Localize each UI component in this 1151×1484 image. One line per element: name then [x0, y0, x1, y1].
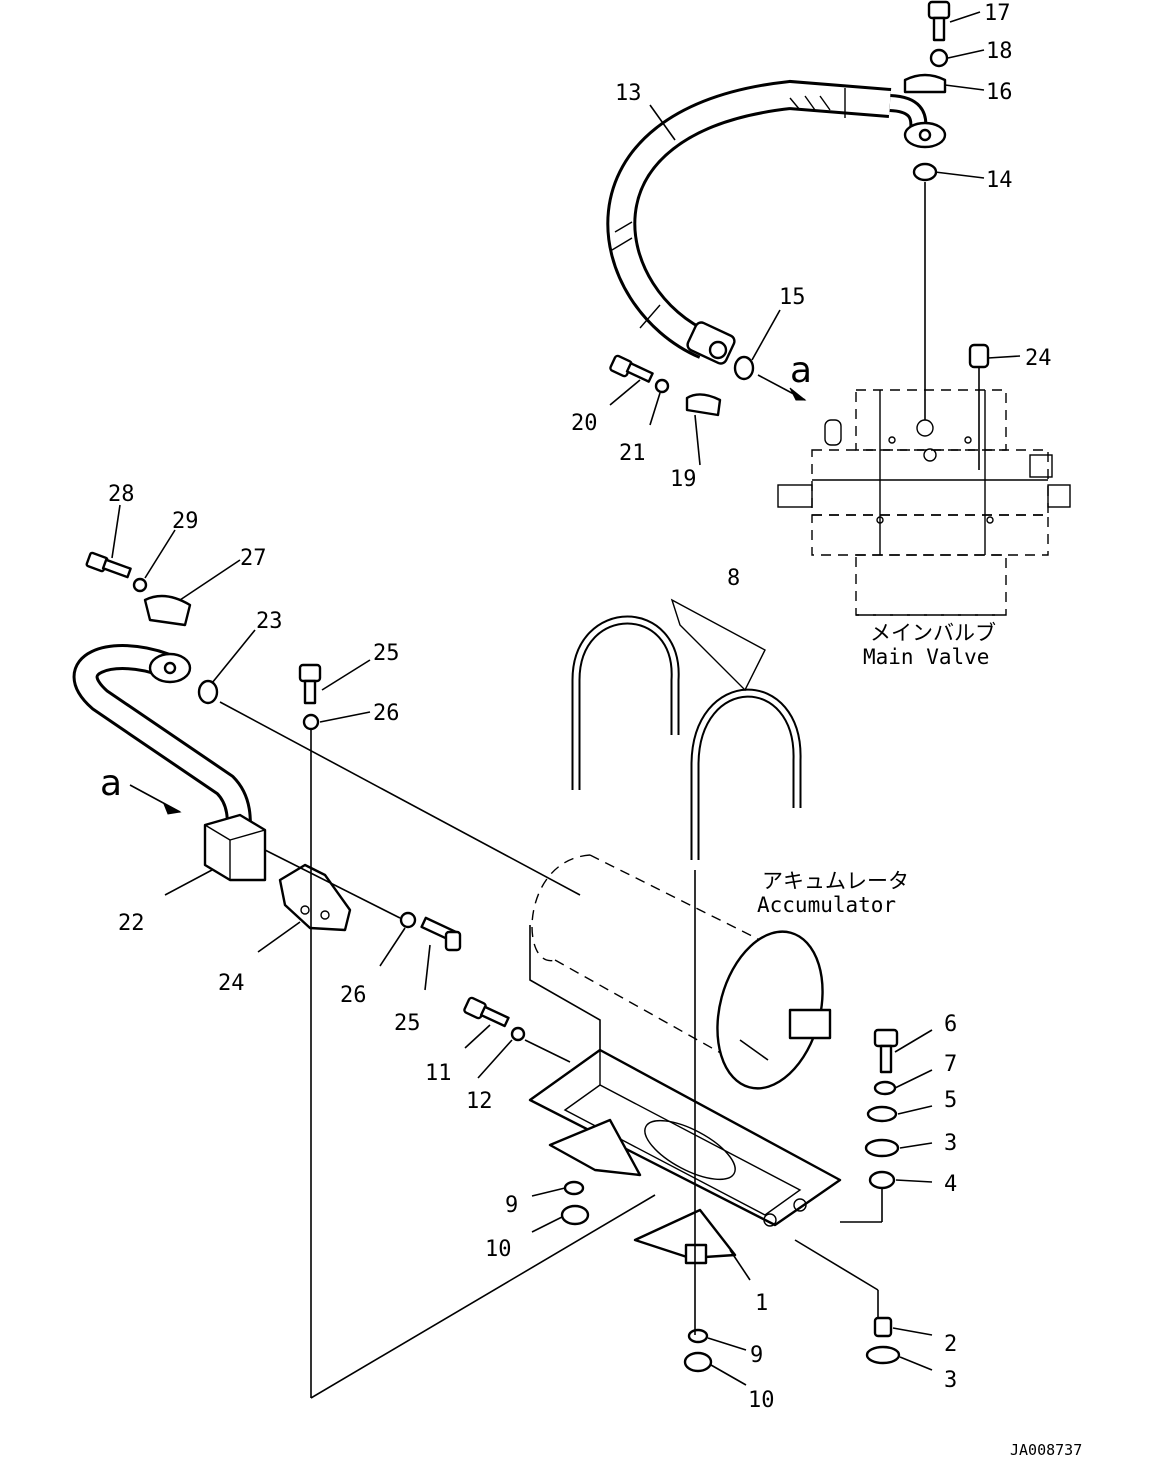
- label-3-top: 3: [944, 1131, 957, 1156]
- fitting-24-top: [968, 343, 990, 470]
- label-8: 8: [727, 566, 740, 591]
- u-bolt-8-left: [571, 615, 680, 790]
- washer-3-top: [864, 1138, 900, 1158]
- label-24-bottom: 24: [218, 971, 245, 996]
- accumulator-caption-jp: アキュムレータ: [762, 869, 909, 893]
- hose-13-upper-fitting: [903, 121, 947, 149]
- washer-18: [929, 48, 949, 68]
- label-11: 11: [425, 1061, 452, 1086]
- label-23: 23: [256, 609, 283, 634]
- label-5: 5: [944, 1088, 957, 1113]
- nut-4: [868, 1170, 896, 1190]
- label-24-top: 24: [1025, 346, 1052, 371]
- bolt-20: [609, 354, 654, 383]
- label-26-top: 26: [373, 701, 400, 726]
- label-28: 28: [108, 482, 135, 507]
- connection-lines: [129, 374, 879, 1399]
- bolt-25-bottom: [420, 916, 462, 952]
- washer-9-bottom: [687, 1328, 709, 1344]
- label-14: 14: [986, 168, 1013, 193]
- washer-29: [132, 577, 148, 593]
- bolt-25-top: [298, 663, 322, 705]
- clamp-16: [903, 73, 947, 94]
- label-9-bottom: 9: [750, 1343, 763, 1368]
- label-leaders: [111, 11, 1021, 1386]
- label-15: 15: [779, 285, 806, 310]
- main-valve-illustration: [777, 389, 1071, 616]
- flange-22-fitting: [148, 652, 192, 684]
- label-17: 17: [984, 1, 1011, 26]
- accumulator-caption-en: Accumulator: [757, 893, 896, 917]
- hose-13: [606, 79, 928, 359]
- o-ring-15: [733, 355, 755, 381]
- label-12: 12: [466, 1089, 493, 1114]
- label-6: 6: [944, 1012, 957, 1037]
- block-22: [203, 813, 267, 882]
- main-valve-caption-en: Main Valve: [863, 645, 989, 669]
- washer-26-bottom: [399, 911, 417, 929]
- label-2: 2: [944, 1332, 957, 1357]
- bolt-28: [85, 551, 132, 579]
- label-10-bottom: 10: [748, 1388, 775, 1413]
- label-13: 13: [615, 81, 642, 106]
- label-9-left: 9: [505, 1193, 518, 1218]
- clamp-19: [685, 393, 722, 417]
- label-26-bottom: 26: [340, 983, 367, 1008]
- connection-mark-a-top: a: [790, 350, 812, 391]
- washer-5: [866, 1105, 898, 1123]
- drawing-code: JA008737: [1010, 1441, 1082, 1459]
- label-22: 22: [118, 911, 145, 936]
- washer-9-left: [563, 1180, 585, 1196]
- label-16: 16: [986, 80, 1013, 105]
- spacer-2: [873, 1316, 893, 1338]
- o-ring-23: [197, 679, 219, 705]
- washer-3-bottom: [865, 1345, 901, 1365]
- label-7: 7: [944, 1052, 957, 1077]
- main-valve-caption-jp: メインバルブ: [870, 621, 996, 645]
- nut-10-left: [560, 1204, 590, 1226]
- accumulator-tank: [531, 854, 832, 1090]
- washer-12: [510, 1026, 526, 1042]
- label-29: 29: [172, 509, 199, 534]
- hose-13-lower-fitting: [686, 321, 736, 365]
- label-25-bottom: 25: [394, 1011, 421, 1036]
- washer-21: [654, 378, 670, 394]
- label-18: 18: [986, 39, 1013, 64]
- label-21: 21: [619, 441, 646, 466]
- bolt-6: [873, 1028, 899, 1074]
- label-25-top: 25: [373, 641, 400, 666]
- label-19: 19: [670, 467, 697, 492]
- clamp-27: [143, 594, 192, 627]
- label-4: 4: [944, 1172, 957, 1197]
- label-1: 1: [755, 1291, 768, 1316]
- washer-7: [873, 1080, 897, 1096]
- washer-26-top: [302, 713, 320, 731]
- u-bolt-8-tag: [670, 598, 766, 692]
- o-ring-14: [912, 162, 938, 182]
- connection-mark-a-left: a: [100, 763, 122, 804]
- bracket-24: [278, 863, 352, 932]
- u-bolt-8-right: [690, 688, 802, 860]
- nut-10-bottom: [683, 1351, 713, 1373]
- label-20: 20: [571, 411, 598, 436]
- bolt-17: [927, 0, 951, 42]
- bracket-1: [528, 1048, 842, 1265]
- bolt-11: [463, 996, 510, 1028]
- label-10-left: 10: [485, 1237, 512, 1262]
- label-3-bottom: 3: [944, 1368, 957, 1393]
- label-27: 27: [240, 546, 267, 571]
